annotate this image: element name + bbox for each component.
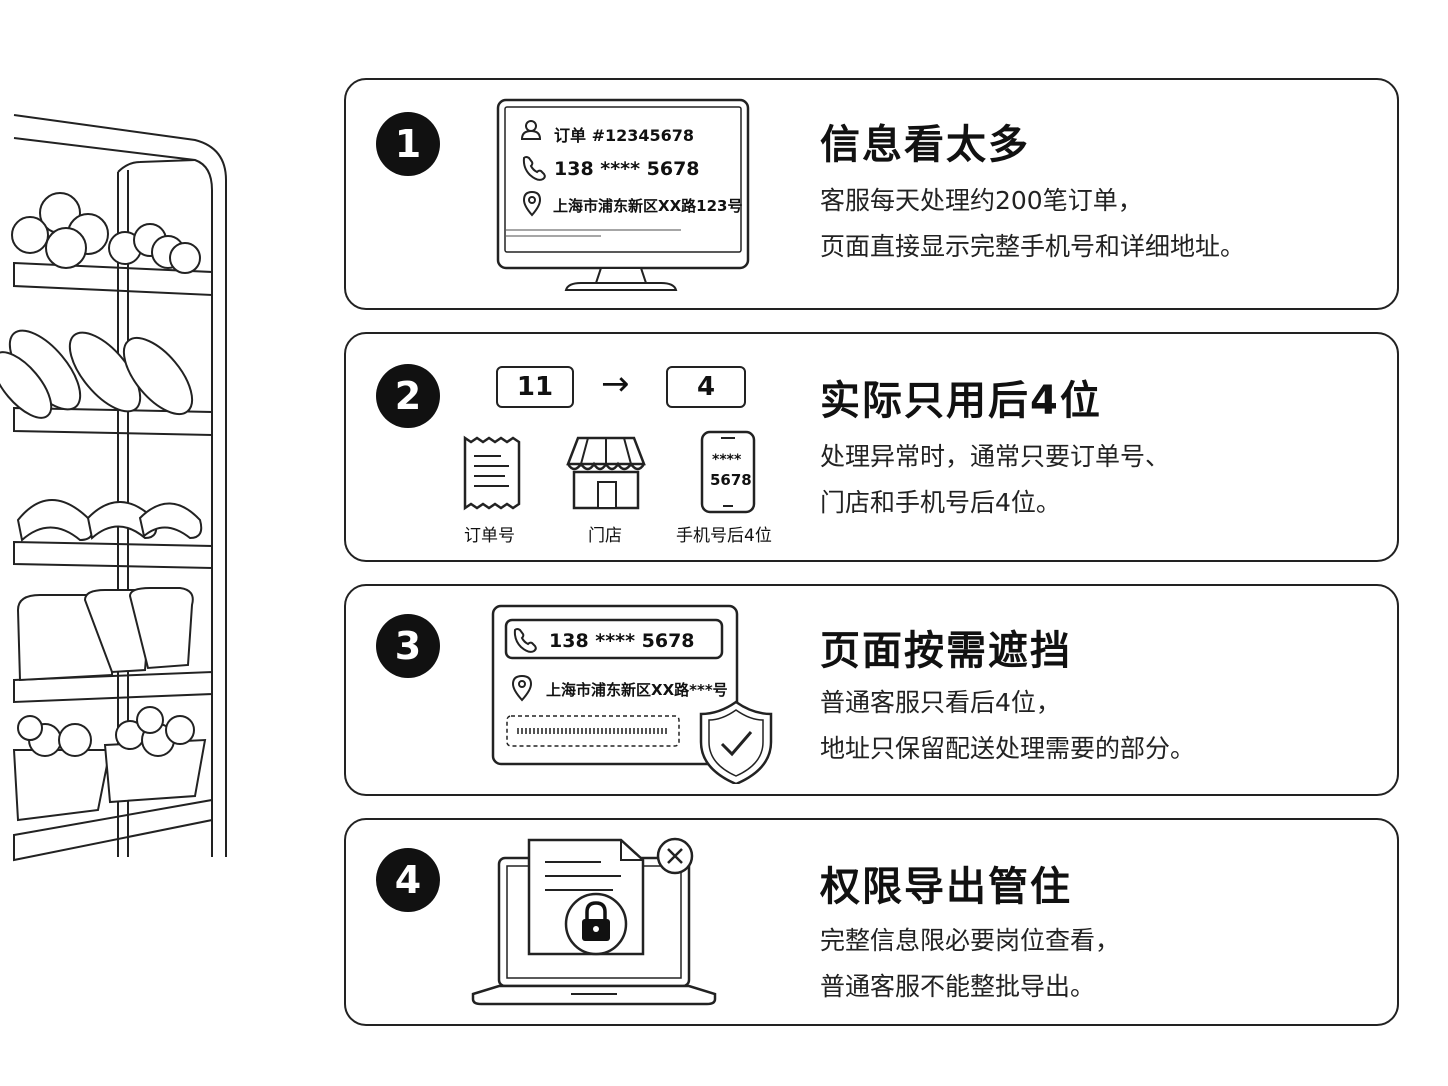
bakery-shelf-illustration <box>0 114 227 862</box>
description-line: 门店和手机号后4位。 <box>820 488 1061 517</box>
to-digits-box: 4 <box>666 366 746 408</box>
phone-icon <box>522 156 546 181</box>
laptop-icon <box>471 837 717 1006</box>
step-number-badge: 1 <box>376 112 440 176</box>
step-card-1: 1 订单 #12345678 138 **** 5678 上海市浦东新区XX路1… <box>344 78 1399 310</box>
description-line: 地址只保留配送处理需要的部分。 <box>820 734 1196 763</box>
step-number-badge: 2 <box>376 364 440 428</box>
store-icon <box>566 436 646 510</box>
lock-icon <box>564 892 628 956</box>
phone-digits-text: 5678 <box>710 471 752 489</box>
step-number-badge: 3 <box>376 614 440 678</box>
description-line: 完整信息限必要岗位查看， <box>820 926 1121 955</box>
description-line: 客服每天处理约200笔订单， <box>820 186 1143 215</box>
close-icon <box>656 837 694 875</box>
mobile-phone-icon <box>700 430 756 514</box>
masked-info-panel <box>491 604 773 784</box>
step-description: 客服每天处理约200笔订单， 页面直接显示完整手机号和详细地址。 <box>820 178 1245 270</box>
step-description: 处理异常时，通常只要订单号、 门店和手机号后4位。 <box>820 434 1170 526</box>
step-title: 信息看太多 <box>820 122 1030 168</box>
masked-address-text: 上海市浦东新区XX路***号 <box>546 681 728 699</box>
step-card-3: 3 138 **** 5678 上海市浦东新区XX路***号 页面按需遮挡 普通… <box>344 584 1399 796</box>
order-number-text: 订单 #12345678 <box>554 126 695 145</box>
description-line: 普通客服不能整批导出。 <box>820 972 1096 1001</box>
masked-phone-text: 138 **** 5678 <box>549 630 695 652</box>
step-card-2: 2 11 → 4 订单号 门店 **** 5678 手机号后4位 实际只用后4位… <box>344 332 1399 562</box>
user-icon <box>520 120 542 140</box>
monitor-icon <box>496 98 750 291</box>
item-label-store: 门店 <box>588 526 622 546</box>
description-line: 普通客服只看后4位， <box>820 688 1061 717</box>
phone-icon <box>513 628 537 653</box>
arrow-icon: → <box>601 364 630 404</box>
step-title: 权限导出管住 <box>820 864 1072 910</box>
address-text: 上海市浦东新区XX路123号 <box>553 197 743 215</box>
description-line: 处理异常时，通常只要订单号、 <box>820 442 1171 471</box>
step-description: 完整信息限必要岗位查看， 普通客服不能整批导出。 <box>820 918 1120 1010</box>
shield-check-icon <box>699 700 773 784</box>
location-pin-icon <box>511 674 533 702</box>
description-line: 页面直接显示完整手机号和详细地址。 <box>820 232 1246 261</box>
from-digits-box: 11 <box>496 366 574 408</box>
step-description: 普通客服只看后4位， 地址只保留配送处理需要的部分。 <box>820 680 1195 772</box>
step-title: 页面按需遮挡 <box>820 628 1072 674</box>
item-label-order: 订单号 <box>464 526 515 546</box>
location-pin-icon <box>522 190 542 217</box>
step-number-badge: 4 <box>376 848 440 912</box>
step-card-4: 4 权限导出管住 完整信息限必要岗位查看， 普通客服不能整批导出。 <box>344 818 1399 1026</box>
step-title: 实际只用后4位 <box>820 378 1102 424</box>
item-label-phone-last4: 手机号后4位 <box>676 526 772 546</box>
receipt-icon <box>463 435 521 511</box>
phone-number-text: 138 **** 5678 <box>554 158 700 180</box>
phone-masked-text: **** <box>712 452 742 468</box>
